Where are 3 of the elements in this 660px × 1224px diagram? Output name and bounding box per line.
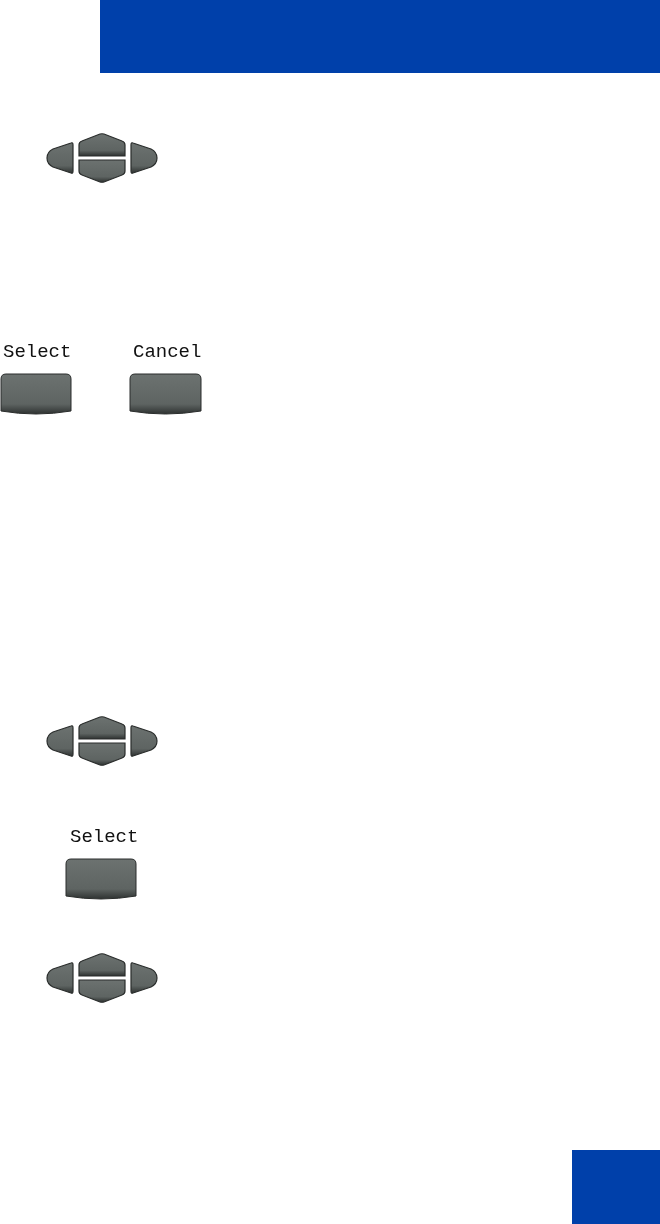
- soft-key-label: Select: [70, 826, 139, 848]
- soft-key-label: Cancel: [133, 341, 202, 363]
- soft-key-label: Select: [3, 341, 72, 363]
